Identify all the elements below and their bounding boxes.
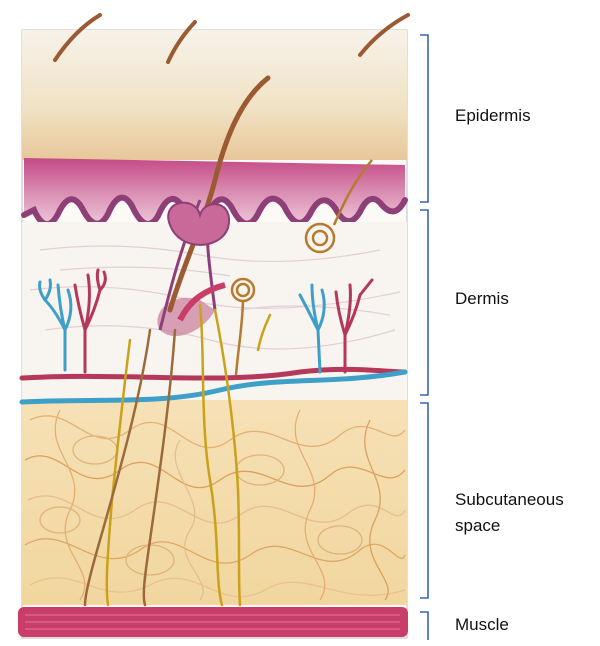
label-muscle: Muscle — [455, 612, 509, 638]
subcutaneous-layer — [22, 400, 407, 605]
label-dermis: Dermis — [455, 286, 509, 312]
bracket-epidermis — [420, 35, 428, 202]
layer-brackets — [420, 35, 428, 640]
label-subcutaneous-space: Subcutaneous space — [455, 487, 564, 539]
label-epidermis: Epidermis — [455, 103, 531, 129]
bracket-dermis — [420, 210, 428, 395]
bracket-muscle — [420, 612, 428, 640]
bracket-subcutaneous — [420, 403, 428, 598]
epidermis-layer — [22, 30, 407, 160]
